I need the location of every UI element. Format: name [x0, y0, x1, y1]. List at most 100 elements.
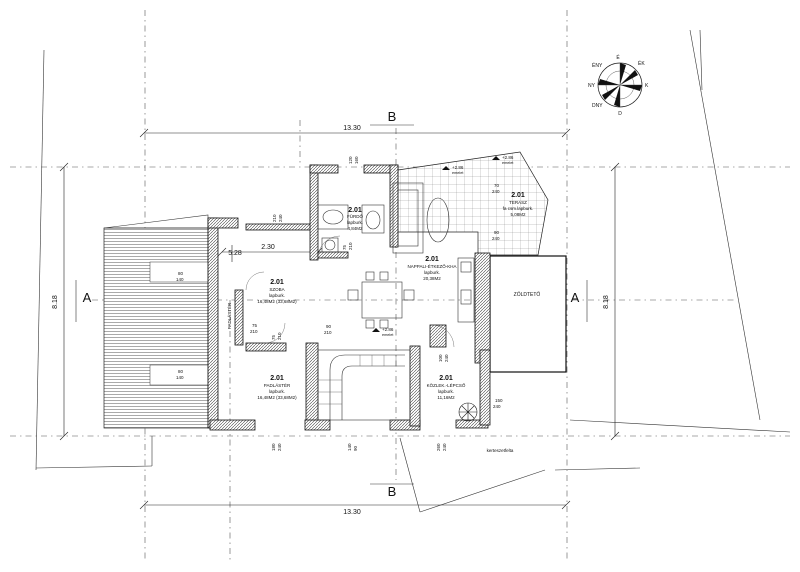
- room-furdo-number: 2.01: [348, 207, 362, 214]
- room-terasz-area: 5,08M2: [510, 212, 526, 217]
- opening-furdo-door: 75 210: [342, 242, 353, 250]
- room-padlaster-area: 16,48M2 (33,68M2): [257, 395, 297, 400]
- level-mark-2: +2.86 emelet: [492, 155, 514, 165]
- dim-top: 13.30: [343, 125, 361, 132]
- opening-pad-door: 75 210: [271, 332, 282, 340]
- room-furdo: 2.01 FÜRDŐ lapburk. 4,84M2: [347, 207, 364, 231]
- opening-szoba-window: 80 140: [176, 271, 184, 282]
- opening-szoba-window-h: 140: [176, 277, 184, 282]
- section-label-top: B: [388, 109, 397, 124]
- section-marker-top: B: [370, 109, 414, 126]
- room-szoba-area: 16,48M2 (33,68M2): [257, 299, 297, 304]
- bathroom-fixtures: [317, 204, 385, 253]
- room-padlaster-finish: lapburk.: [269, 389, 285, 394]
- compass-mark-3: K: [645, 83, 649, 89]
- opening-left-upper-h: 240: [278, 214, 283, 222]
- door-swings: [245, 235, 455, 348]
- opening-bottom-2-h: 90: [353, 445, 358, 451]
- compass-mark-1: É: [616, 54, 620, 61]
- level-mark-2-sub: emelet: [502, 161, 514, 165]
- opening-furdo-window-h: 160: [354, 156, 359, 164]
- room-nappali-name: NAPPALI-ÉTKEZŐ-KHA: [408, 263, 457, 269]
- terrace-area: [397, 151, 549, 256]
- opening-bottom-2: 140 90: [347, 443, 358, 451]
- room-padlaster-number: 2.01: [270, 375, 284, 382]
- section-label-right: A: [571, 290, 580, 305]
- compass-rose: É ÉK K D DNY NY ÉNY: [588, 54, 649, 117]
- opening-kozl-right: 150 240: [493, 398, 503, 409]
- green-roof-label: ZÖLDTETŐ: [514, 291, 541, 298]
- opening-bottom-3-w: 260: [436, 443, 441, 451]
- opening-left-upper: 210 240: [272, 214, 283, 222]
- opening-terrace-lower-w: 90: [494, 230, 500, 235]
- room-padlaster-name: PADLÁSTÉR: [264, 382, 291, 388]
- opening-terrace-lower: 90 240: [492, 230, 500, 241]
- dim-230-label: 2.30: [261, 244, 275, 251]
- room-furdo-name: FÜRDŐ: [347, 213, 363, 219]
- staircase: [317, 349, 411, 421]
- site-boundary-lines: [35, 29, 791, 513]
- opening-szoba-door-h: 210: [250, 329, 258, 334]
- section-marker-bottom: B: [370, 483, 414, 499]
- room-szoba-number: 2.01: [270, 279, 284, 286]
- room-nappali-area: 20,38M2: [423, 276, 441, 281]
- room-nappali-number: 2.01: [425, 256, 439, 263]
- level-mark-1: +2.86 emelet: [372, 327, 394, 337]
- room-kozlekedo-finish: lapburk.: [438, 389, 454, 394]
- opening-terrace-lower-h: 240: [492, 236, 500, 241]
- level-mark-1-value: +2.86: [382, 327, 394, 332]
- opening-pad-door-w: 75: [271, 334, 276, 340]
- room-nappali-finish: lapburk.: [424, 270, 440, 275]
- dimension-lines: [59, 128, 620, 510]
- room-terasz: 2.01 TERASZ fa csm.lapburk. 5,08M2: [503, 192, 534, 217]
- room-terasz-name: TERASZ: [509, 200, 527, 205]
- kitchen-counter: [457, 257, 475, 323]
- section-marker-right: A: [571, 280, 588, 322]
- opening-terrace-upper-w: 70: [494, 183, 500, 188]
- opening-szoba-window-w: 80: [178, 271, 184, 276]
- level-mark-1-sub: emelet: [382, 333, 394, 337]
- opening-padlas-window-h: 140: [176, 375, 184, 380]
- plant-symbol: [458, 402, 478, 422]
- room-kozlekedo: 2.01 KÖZLEK.-LÉPCSŐ lapburk. 11,16M2: [427, 375, 466, 400]
- opening-kozl-right-h: 240: [493, 404, 501, 409]
- opening-bottom-1-h: 240: [277, 443, 282, 451]
- room-kozlekedo-number: 2.01: [439, 375, 453, 382]
- opening-bottom-3-h: 240: [442, 443, 447, 451]
- room-terasz-finish: fa csm.lapburk.: [503, 206, 534, 211]
- dim-right: 8.18: [603, 295, 610, 309]
- section-label-bottom: B: [388, 484, 397, 499]
- room-furdo-finish: lapburk.: [347, 220, 363, 225]
- opening-kozl-right-w: 150: [495, 398, 503, 403]
- opening-kozl-upper: 100 240: [438, 354, 449, 362]
- walls: [207, 164, 491, 431]
- room-szoba-finish: lapburk.: [269, 293, 285, 298]
- opening-terrace-upper: 70 240: [492, 183, 500, 194]
- opening-bottom-3: 260 240: [436, 443, 447, 451]
- opening-kozl-upper-h: 240: [444, 354, 449, 362]
- section-label-left: A: [83, 290, 92, 305]
- dim-bottom: 13.30: [343, 509, 361, 516]
- opening-szoba-door-w: 75: [252, 323, 258, 328]
- room-kozlekedo-area: 11,16M2: [437, 395, 455, 400]
- green-roof: ZÖLDTETŐ: [489, 255, 567, 373]
- room-kozlekedo-name: KÖZLEK.-LÉPCSŐ: [427, 382, 466, 388]
- room-terasz-number: 2.01: [511, 192, 525, 199]
- opening-hall-door: 90 210: [324, 324, 332, 335]
- opening-left-upper-w: 210: [272, 214, 277, 222]
- opening-padlas-window: 80 140: [176, 369, 184, 380]
- level-mark-3: +2.86 emelet: [442, 165, 464, 175]
- opening-terrace-upper-h: 240: [492, 189, 500, 194]
- room-nappali: 2.01 NAPPALI-ÉTKEZŐ-KHA lapburk. 20,38M2: [408, 256, 457, 281]
- opening-pad-door-h: 210: [277, 332, 282, 340]
- section-marker-left: A: [75, 280, 92, 322]
- compass-mark-7: ÉNY: [592, 62, 603, 69]
- compass-mark-2: ÉK: [638, 60, 645, 67]
- opening-bottom-2-w: 140: [347, 443, 352, 451]
- room-furdo-area: 4,84M2: [347, 226, 363, 231]
- level-mark-2-value: +2.86: [502, 155, 514, 160]
- dim-528-label: 5.28: [228, 250, 242, 257]
- opening-furdo-window-w: 120: [348, 156, 353, 164]
- room-szoba-name: SZOBA: [269, 287, 284, 292]
